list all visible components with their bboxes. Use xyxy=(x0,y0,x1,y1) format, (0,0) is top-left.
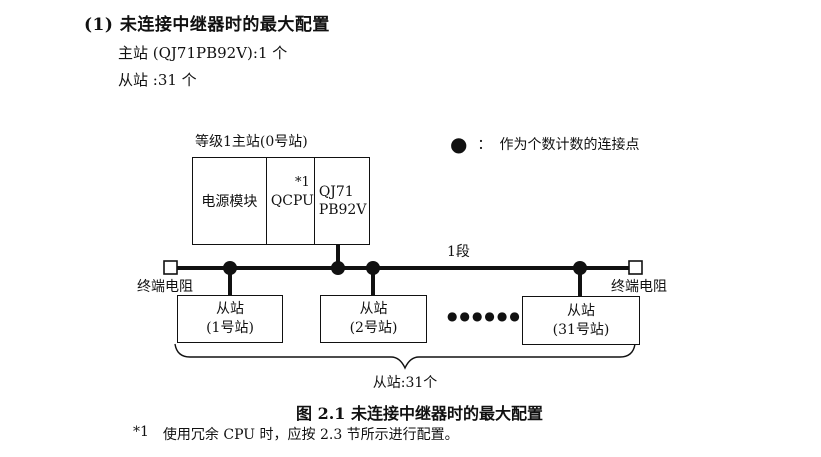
slave-spec-line: 从站 :31 个 xyxy=(118,71,197,89)
qcpu-label: QCPU xyxy=(270,193,314,209)
master-station-label: 等级1主站(0号站) xyxy=(195,134,308,150)
terminator-icon-right xyxy=(628,260,643,275)
slave-station-box-2: 从站 (2号站) xyxy=(320,295,427,343)
qcpu-footnote-ref: *1 xyxy=(295,175,310,190)
legend: ● ： 作为个数计数的连接点 xyxy=(450,134,639,154)
slave-station-number: (31号站) xyxy=(552,321,610,338)
figure-caption: 图 2.1 未连接中继器时的最大配置 xyxy=(296,404,543,423)
connection-point-dot xyxy=(331,261,345,275)
slave-station-number: (1号站) xyxy=(206,320,254,336)
segment-label: 1段 xyxy=(447,244,470,260)
slave-count-label: 从站:31个 xyxy=(372,375,438,391)
slave-station-box-31: 从站 (31号站) xyxy=(522,296,640,345)
footnote: *1 使用冗余 CPU 时，应按 2.3 节所示进行配置。 xyxy=(133,424,459,444)
qj71-label-line2: PB92V xyxy=(318,202,367,218)
qj71-label-line1: QJ71 xyxy=(318,184,354,200)
slave-name: 从站 xyxy=(567,302,595,319)
footnote-marker: *1 xyxy=(133,424,149,440)
connection-point-dot xyxy=(223,261,237,275)
ellipsis-dots: ●●●●●● xyxy=(447,309,522,323)
connection-point-dot xyxy=(366,261,380,275)
qcpu-cell: QCPU *1 xyxy=(267,158,315,244)
slave-name: 从站 xyxy=(216,301,244,317)
qj71pb92v-cell: QJ71 PB92V xyxy=(315,158,369,244)
legend-separator: ： xyxy=(477,137,492,153)
footnote-text: 使用冗余 CPU 时，应按 2.3 节所示进行配置。 xyxy=(162,427,459,443)
terminator-label-left: 终端电阻 xyxy=(137,279,193,295)
slave-count-brace xyxy=(174,343,636,370)
terminator-label-right: 终端电阻 xyxy=(611,279,667,295)
connection-point-icon: ● xyxy=(450,132,468,156)
slave-name: 从站 xyxy=(359,301,388,317)
terminator-icon-left xyxy=(163,260,178,275)
master-spec-line: 主站 (QJ71PB92V):1 个 xyxy=(118,44,288,62)
power-module-cell: 电源模块 xyxy=(193,158,267,244)
legend-label: 作为个数计数的连接点 xyxy=(499,137,640,153)
section-heading: (1) 未连接中继器时的最大配置 xyxy=(84,15,330,35)
slave-station-box-1: 从站 (1号站) xyxy=(177,295,283,343)
master-module-box: 电源模块 QCPU *1 QJ71 PB92V xyxy=(192,157,370,245)
connection-point-dot xyxy=(573,261,587,275)
slave-station-number: (2号站) xyxy=(349,320,398,336)
